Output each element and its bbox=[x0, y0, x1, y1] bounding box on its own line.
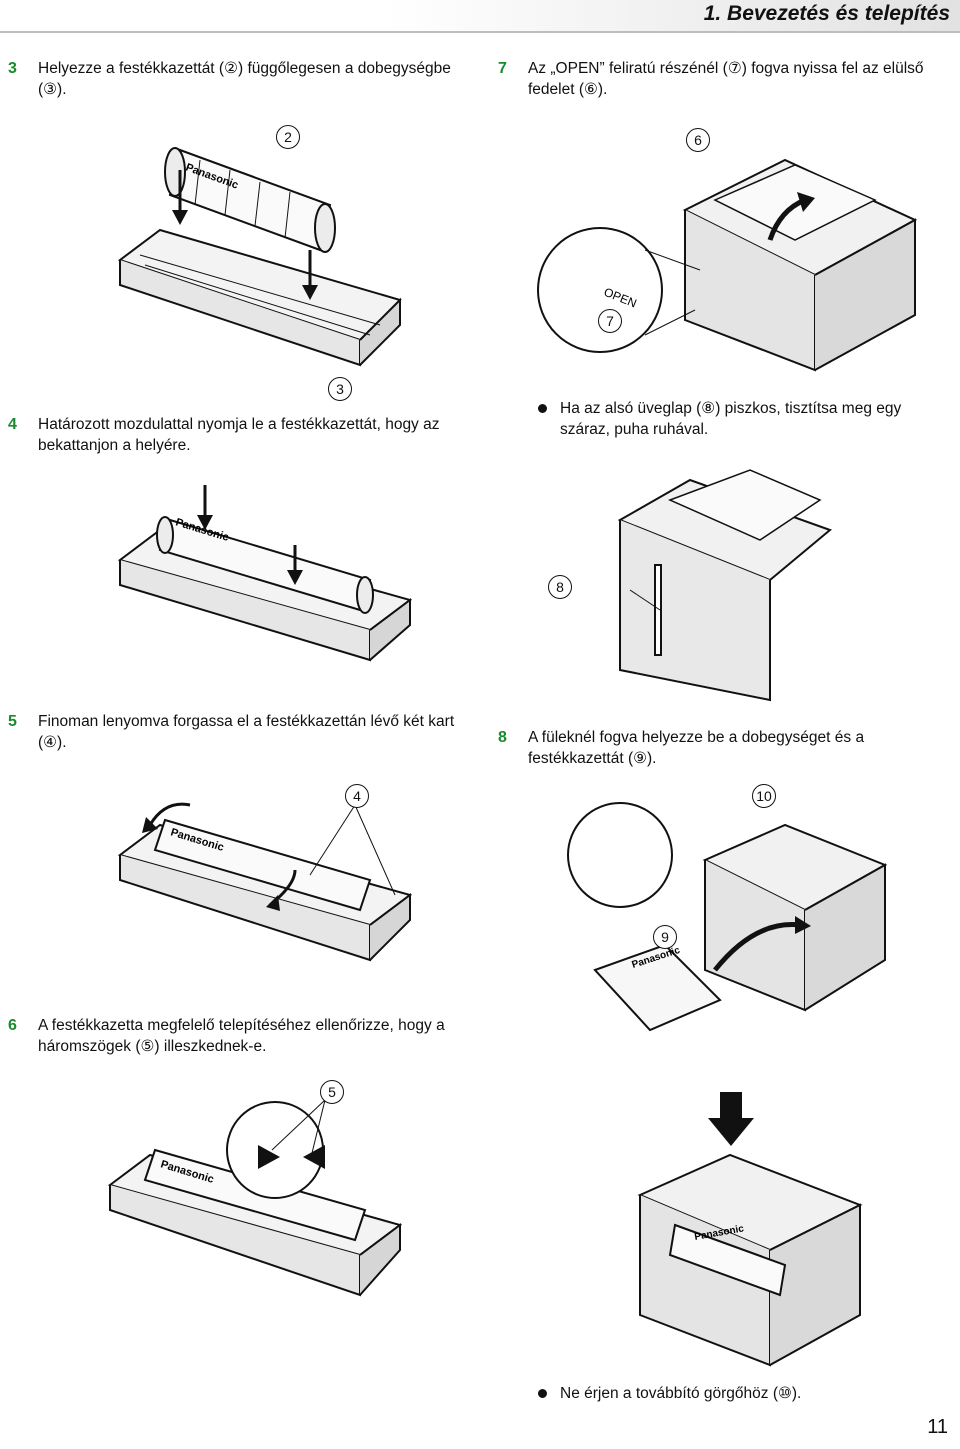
figure-insert-toner: Panasonic bbox=[117, 147, 402, 367]
step-text: Az „OPEN” feliratú részénél (⑦) fogva ny… bbox=[528, 60, 924, 98]
step-number: 6 bbox=[8, 1017, 17, 1034]
step-number: 7 bbox=[498, 60, 507, 77]
figure-open-cover: OPEN bbox=[537, 158, 918, 372]
page-number: 11 bbox=[927, 1416, 948, 1438]
header-bar: 1. Bevezetés és telepítés bbox=[0, 0, 960, 33]
step-number: 4 bbox=[8, 416, 17, 433]
callout-4: 4 bbox=[345, 784, 369, 808]
step-text: Határozott mozdulattal nyomja le a festé… bbox=[38, 416, 440, 454]
figure-check-triangles: Panasonic bbox=[107, 1099, 403, 1297]
figure-press-toner: Panasonic bbox=[117, 485, 413, 662]
callout-9: 9 bbox=[653, 925, 677, 949]
figure-installed: Panasonic bbox=[637, 1153, 863, 1367]
step-number: 8 bbox=[498, 729, 507, 746]
callout-6: 6 bbox=[686, 128, 710, 152]
step-text: Finoman lenyomva forgassa el a festékkaz… bbox=[38, 713, 455, 751]
bullet-icon bbox=[538, 1389, 547, 1398]
down-arrow-icon bbox=[708, 1092, 754, 1146]
callout-8: 8 bbox=[548, 575, 572, 599]
step-number: 3 bbox=[8, 60, 17, 77]
callout-5: 5 bbox=[320, 1080, 344, 1104]
step-number: 5 bbox=[8, 713, 17, 730]
bullet-icon bbox=[538, 404, 547, 413]
section-title: 1. Bevezetés és telepítés bbox=[703, 2, 950, 25]
bullet-text: Ha az alsó üveglap (⑧) piszkos, tisztíts… bbox=[560, 400, 902, 438]
step-text: A füleknél fogva helyezze be a dobegység… bbox=[528, 729, 865, 767]
figure-insert-drum: Panasonic bbox=[567, 802, 888, 1032]
callout-3: 3 bbox=[328, 377, 352, 401]
callout-10: 10 bbox=[752, 784, 776, 808]
step-text: A festékkazetta megfelelő telepítéséhez … bbox=[38, 1017, 445, 1055]
figure-rotate-levers: Panasonic bbox=[117, 802, 413, 962]
callout-7: 7 bbox=[598, 309, 622, 333]
bullet-text: Ne érjen a továbbító görgőhöz (⑩). bbox=[560, 1385, 802, 1402]
callout-2: 2 bbox=[276, 125, 300, 149]
step-text: Helyezze a festékkazettát (②) függőleges… bbox=[38, 60, 451, 98]
figure-lower-glass bbox=[617, 469, 832, 702]
